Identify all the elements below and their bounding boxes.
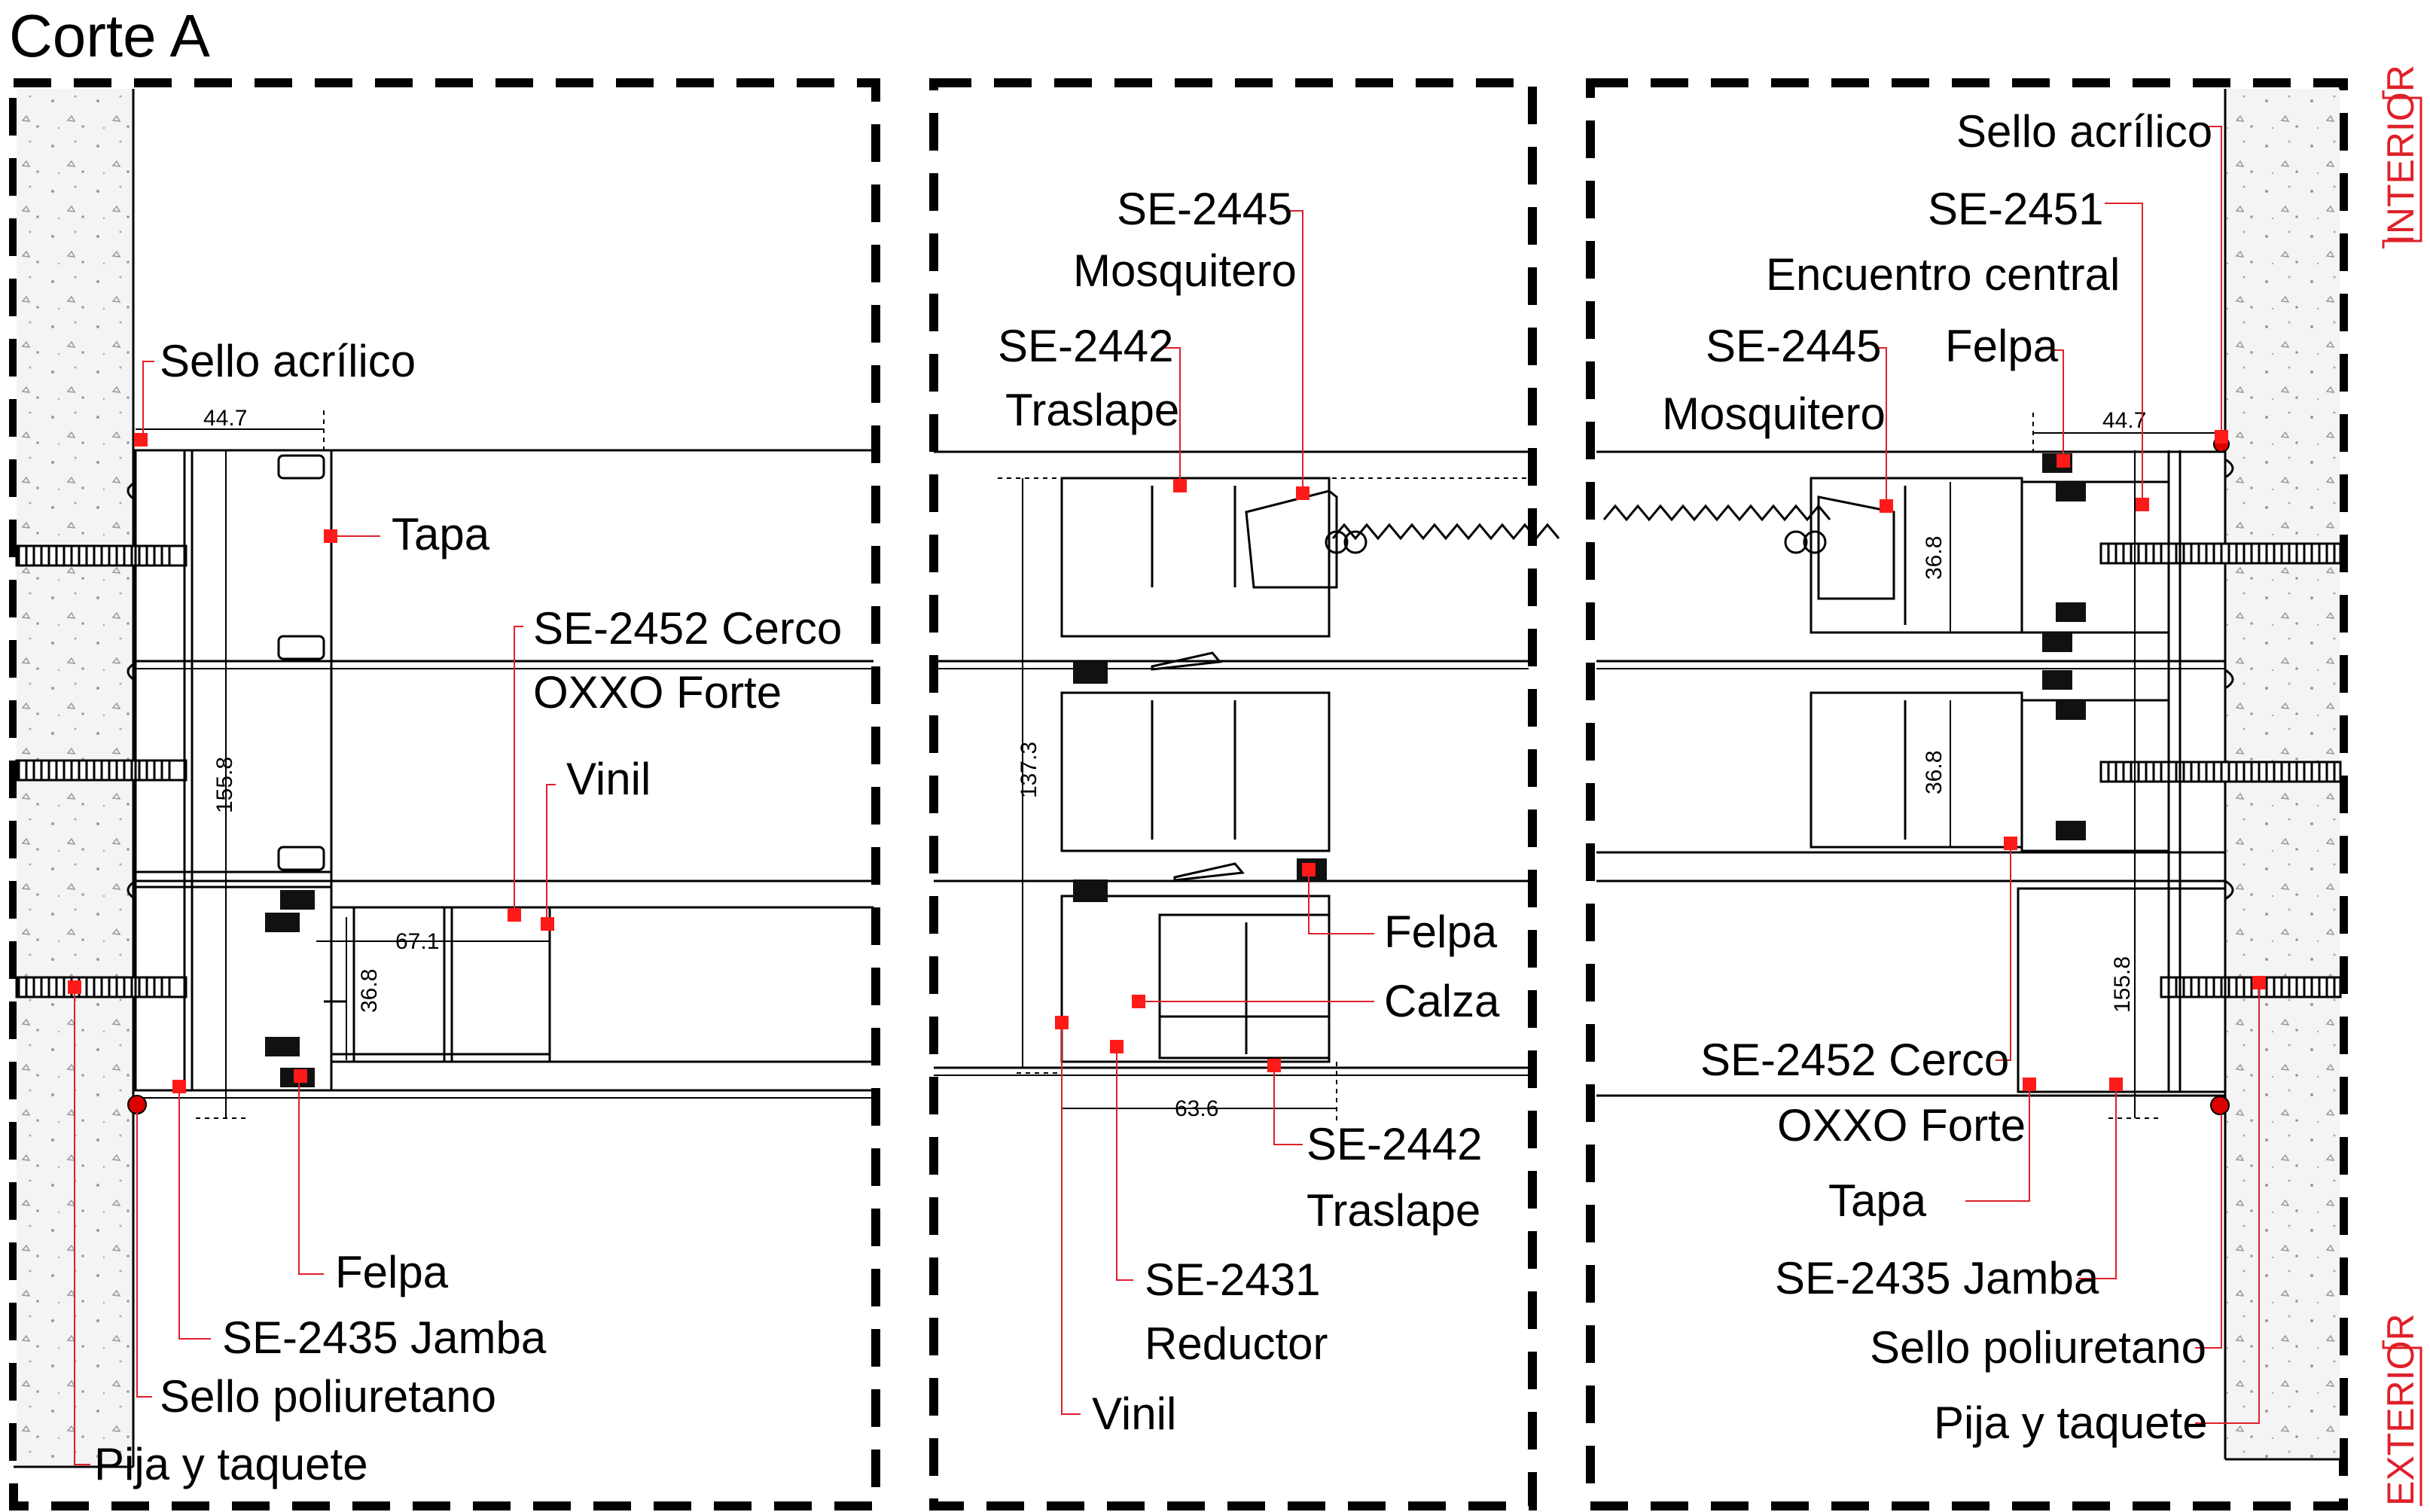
label-felpa-mid: Felpa [1384, 907, 1498, 957]
vinil-gasket-mid-2 [1073, 879, 1108, 902]
label-mosq-name-right: Mosquitero [1662, 389, 1886, 439]
label-traslape-bot-name: Traslape [1306, 1185, 1480, 1236]
label-jamba-right: SE-2435 Jamba [1775, 1253, 2099, 1303]
svg-text:INTERIOR: INTERIOR [2380, 65, 2422, 245]
label-encuentro-name: Encuentro central [1766, 249, 2120, 300]
dim-width-top-left-value: 44.7 [203, 406, 247, 431]
panel-left: 44.7 155.8 67.1 36.8 Sello acrílico Tapa… [9, 78, 880, 1510]
screw-right-1 [2099, 542, 2342, 565]
screw-left-3 [15, 976, 188, 998]
label-sello-acrilico-right: Sello acrílico [1956, 106, 2212, 157]
sello-poliuretano-bead-right [2210, 1096, 2230, 1115]
drawing-title: Corte A [9, 2, 210, 69]
label-mosq-code-right: SE-2445 [1706, 321, 1882, 371]
label-tapa-left: Tapa [392, 509, 490, 559]
label-pija-right: Pija y taquete [1934, 1398, 2208, 1448]
dim-width-mid-left-value: 67.1 [395, 929, 439, 954]
dim-height-b-right-value: 36.8 [1922, 751, 1947, 794]
label-sello-poliuretano-right: Sello poliuretano [1870, 1322, 2206, 1373]
dim-height-small-left-value: 36.8 [357, 969, 382, 1013]
dim-width-mid-value: 63.6 [1175, 1096, 1218, 1121]
panel-mid-frame [929, 78, 1537, 1510]
label-mosq-code-mid: SE-2445 [1117, 184, 1293, 234]
label-sello-poliuretano-left: Sello poliuretano [160, 1371, 496, 1422]
felpa-gasket-2 [265, 913, 300, 932]
screw-left-2 [15, 759, 188, 782]
felpa-gasket-1 [280, 890, 315, 910]
label-vinil-left: Vinil [566, 754, 651, 804]
label-encuentro-code: SE-2451 [1928, 184, 2104, 234]
label-traslape-top-name: Traslape [1005, 385, 1179, 435]
label-traslape-top-code: SE-2442 [998, 321, 1174, 371]
panel-mid: 137.3 63.6 SE-2445 Mosquitero SE-2442 Tr… [929, 78, 1560, 1510]
screw-right-3 [2160, 976, 2342, 998]
interior-label: INTERIOR [2380, 65, 2422, 248]
panel-left-frame [9, 78, 880, 1510]
felpa-gaskets-right [2042, 453, 2086, 840]
exterior-label: EXTERIOR [2380, 1313, 2422, 1506]
screw-left-1 [15, 544, 188, 567]
dim-height-right-value: 155.8 [2110, 956, 2135, 1013]
label-vinil-mid: Vinil [1092, 1389, 1176, 1439]
panel-right-frame [1586, 78, 2348, 1510]
label-mosq-name-mid: Mosquitero [1073, 245, 1297, 296]
dim-width-top-right-value: 44.7 [2102, 408, 2146, 433]
label-felpa-right: Felpa [1945, 321, 2059, 371]
dim-height-a-right-value: 36.8 [1922, 536, 1947, 580]
label-reductor-name: Reductor [1145, 1318, 1328, 1369]
label-tapa-right: Tapa [1828, 1175, 1927, 1226]
label-traslape-bot-code: SE-2442 [1306, 1119, 1483, 1169]
label-cerco-right-2: OXXO Forte [1777, 1100, 2026, 1151]
label-pija-left: Pija y taquete [94, 1439, 368, 1489]
label-cerco-left-1: SE-2452 Cerco [533, 603, 842, 654]
label-felpa-left: Felpa [335, 1247, 449, 1297]
label-reductor-code: SE-2431 [1145, 1254, 1321, 1305]
svg-text:EXTERIOR: EXTERIOR [2380, 1313, 2422, 1506]
label-sello-acrilico-left: Sello acrílico [160, 336, 416, 386]
vinil-gasket-mid-1 [1073, 661, 1108, 684]
screw-right-2 [2099, 761, 2342, 783]
dim-width-top-left [136, 410, 325, 452]
panel-right: 44.7 36.8 36.8 155.8 Sello acrílico SE-2… [1586, 78, 2348, 1510]
label-jamba-left: SE-2435 Jamba [222, 1312, 547, 1363]
label-cerco-left-2: OXXO Forte [533, 667, 782, 718]
dim-height-mid-value: 137.3 [1017, 742, 1041, 798]
sello-poliuretano-bead-left [127, 1095, 147, 1114]
dim-height-left-value: 155.8 [212, 757, 237, 813]
label-calza-mid: Calza [1384, 976, 1500, 1026]
felpa-gasket-3 [265, 1037, 300, 1056]
encuentro-profile [1602, 450, 2234, 1093]
traslape-profile-top [1060, 477, 1560, 1063]
label-cerco-right-1: SE-2452 Cerco [1700, 1035, 2009, 1085]
